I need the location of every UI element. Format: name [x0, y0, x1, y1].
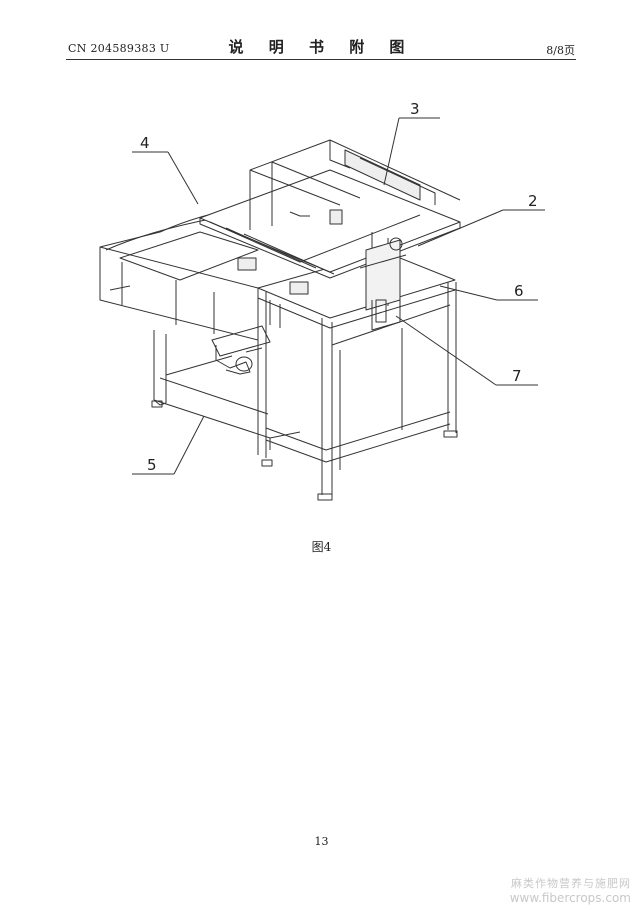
- lower-base-frame: [151, 330, 301, 467]
- document-title: 说 明 书 附 图: [228, 38, 415, 56]
- top-carriage: [199, 139, 461, 295]
- page-header: CN 204589383 U 说 明 书 附 图 8/8页: [0, 0, 643, 62]
- page-number: 13: [314, 835, 329, 848]
- leader-lines: [132, 117, 545, 475]
- callout-4: 4: [140, 134, 150, 152]
- left-chute: [99, 205, 259, 341]
- callout-5: 5: [147, 456, 157, 474]
- pick-assembly: [359, 232, 407, 331]
- main-frame: [257, 251, 458, 501]
- header-rule: [66, 59, 576, 60]
- watermark-line-2: www.fibercrops.com: [509, 891, 631, 905]
- callout-3: 3: [410, 100, 420, 118]
- page-of-total: 8/8页: [546, 44, 575, 57]
- callout-2: 2: [528, 192, 538, 210]
- callout-7: 7: [512, 367, 522, 385]
- publication-number: CN 204589383 U: [68, 42, 170, 55]
- watermark-line-1: 麻类作物营养与施肥网: [511, 877, 631, 890]
- callout-6: 6: [514, 282, 524, 300]
- watermark: 麻类作物营养与施肥网 www.fibercrops.com: [510, 876, 631, 906]
- drive-motor: [211, 325, 271, 375]
- figure-caption: 图4: [311, 540, 332, 554]
